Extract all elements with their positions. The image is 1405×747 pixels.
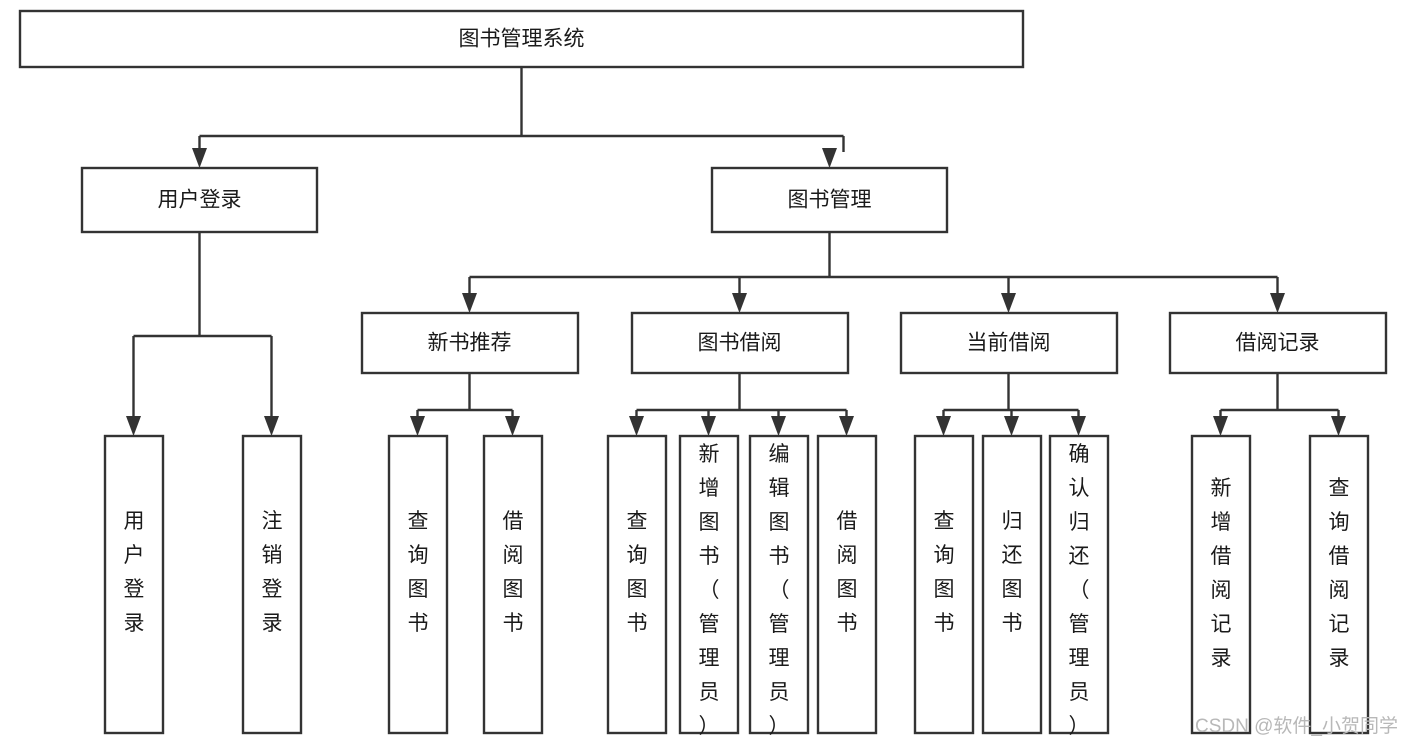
arrow-head-leaf-confirm-return [1071, 416, 1086, 436]
node-leaf-edit-book-label: 编辑图书（管理员） [769, 443, 790, 738]
node-current-borrow[interactable]: 当前借阅 [899, 311, 1119, 375]
node-leaf-borrow-book[interactable]: 借阅图书 [816, 434, 878, 735]
node-book-borrow[interactable]: 图书借阅 [630, 311, 850, 375]
arrow-head-leaf-borrow-book-recommend [505, 416, 520, 436]
arrow-head-leaf-query-book-current [936, 416, 951, 436]
node-borrow-record[interactable]: 借阅记录 [1168, 311, 1388, 375]
node-user-login-label: 用户登录 [158, 189, 242, 212]
node-book-borrow-box[interactable] [630, 311, 850, 375]
arrow-head-current-borrow [1001, 293, 1016, 313]
node-new-book-recommend-label: 新书推荐 [428, 332, 512, 355]
arrow-head-leaf-edit-book [771, 416, 786, 436]
node-leaf-borrow-book-recommend-label: 借阅图书 [503, 510, 524, 635]
arrow-head-book-manage [822, 148, 837, 168]
node-book-borrow-label: 图书借阅 [698, 332, 782, 355]
node-leaf-user-login-label: 用户登录 [124, 510, 145, 635]
node-leaf-add-book[interactable]: 新增图书（管理员） [678, 434, 740, 738]
arrow-head-leaf-add-borrow-record [1213, 416, 1228, 436]
node-leaf-borrow-book-box[interactable] [816, 434, 878, 735]
node-current-borrow-label: 当前借阅 [967, 332, 1051, 355]
node-leaf-confirm-return-label: 确认归还（管理员） [1069, 443, 1090, 738]
node-leaf-query-book-current-label: 查询图书 [934, 510, 955, 635]
arrow-head-new-book-recommend [462, 293, 477, 313]
node-leaf-return-book[interactable]: 归还图书 [981, 434, 1043, 735]
node-leaf-query-book-recommend-box[interactable] [387, 434, 449, 735]
node-leaf-add-book-box[interactable] [678, 434, 740, 735]
node-leaf-logout[interactable]: 注销登录 [241, 434, 303, 735]
node-layer: 图书管理系统 用户登录 图书管理 新书推荐 图书借阅 当前 [18, 9, 1388, 738]
node-leaf-query-book-borrow-label: 查询图书 [627, 510, 648, 635]
node-leaf-add-book-label: 新增图书（管理员） [699, 443, 720, 738]
node-leaf-return-book-label: 归还图书 [1002, 510, 1023, 635]
node-leaf-add-borrow-record[interactable]: 新增借阅记录 [1190, 434, 1252, 735]
node-leaf-logout-box[interactable] [241, 434, 303, 735]
arrow-head-leaf-query-book-borrow [629, 416, 644, 436]
arrow-head-leaf-user-login [126, 416, 141, 436]
node-borrow-record-box[interactable] [1168, 311, 1388, 375]
node-leaf-edit-book[interactable]: 编辑图书（管理员） [748, 434, 810, 738]
node-leaf-logout-label: 注销登录 [262, 510, 283, 635]
node-leaf-borrow-book-recommend-box[interactable] [482, 434, 544, 735]
node-leaf-query-borrow-record-box[interactable] [1308, 434, 1370, 735]
node-leaf-query-book-recommend-label: 查询图书 [408, 510, 429, 635]
node-leaf-borrow-book-recommend[interactable]: 借阅图书 [482, 434, 544, 735]
arrow-head-leaf-add-book [701, 416, 716, 436]
node-leaf-query-book-borrow[interactable]: 查询图书 [606, 434, 668, 735]
node-leaf-query-borrow-record[interactable]: 查询借阅记录 [1308, 434, 1370, 735]
node-book-manage-box[interactable] [710, 166, 949, 234]
node-leaf-add-borrow-record-label: 新增借阅记录 [1211, 477, 1232, 670]
node-leaf-query-book-current[interactable]: 查询图书 [913, 434, 975, 735]
watermark-label: CSDN @软件_小贺同学 [1195, 715, 1398, 737]
node-book-manage-label: 图书管理 [788, 189, 872, 212]
node-leaf-confirm-return-box[interactable] [1048, 434, 1110, 735]
node-user-login-box[interactable] [80, 166, 319, 234]
connector-layer [126, 67, 1346, 436]
node-borrow-record-label: 借阅记录 [1236, 332, 1320, 355]
node-leaf-borrow-book-label: 借阅图书 [837, 510, 858, 635]
node-leaf-query-book-borrow-box[interactable] [606, 434, 668, 735]
arrow-head-leaf-query-book-recommend [410, 416, 425, 436]
node-leaf-user-login-box[interactable] [103, 434, 165, 735]
node-current-borrow-box[interactable] [899, 311, 1119, 375]
arrow-head-leaf-logout [264, 416, 279, 436]
arrow-head-borrow-record [1270, 293, 1285, 313]
node-new-book-recommend[interactable]: 新书推荐 [360, 311, 580, 375]
node-leaf-confirm-return[interactable]: 确认归还（管理员） [1048, 434, 1110, 738]
watermark: CSDN @软件_小贺同学 [1195, 715, 1398, 737]
arrow-head-book-borrow [732, 293, 747, 313]
node-book-manage[interactable]: 图书管理 [710, 166, 949, 234]
node-root-label: 图书管理系统 [459, 28, 585, 51]
node-leaf-return-book-box[interactable] [981, 434, 1043, 735]
node-new-book-recommend-box[interactable] [360, 311, 580, 375]
arrow-head-user-login [192, 148, 207, 168]
node-leaf-add-borrow-record-box[interactable] [1190, 434, 1252, 735]
node-leaf-query-book-recommend[interactable]: 查询图书 [387, 434, 449, 735]
node-leaf-user-login[interactable]: 用户登录 [103, 434, 165, 735]
node-leaf-query-book-current-box[interactable] [913, 434, 975, 735]
arrow-head-leaf-query-borrow-record [1331, 416, 1346, 436]
node-leaf-edit-book-box[interactable] [748, 434, 810, 735]
node-user-login[interactable]: 用户登录 [80, 166, 319, 234]
node-leaf-query-borrow-record-label: 查询借阅记录 [1329, 477, 1350, 670]
node-root[interactable]: 图书管理系统 [18, 9, 1025, 69]
node-root-box[interactable] [18, 9, 1025, 69]
arrow-head-leaf-borrow-book [839, 416, 854, 436]
arrow-head-leaf-return-book [1004, 416, 1019, 436]
